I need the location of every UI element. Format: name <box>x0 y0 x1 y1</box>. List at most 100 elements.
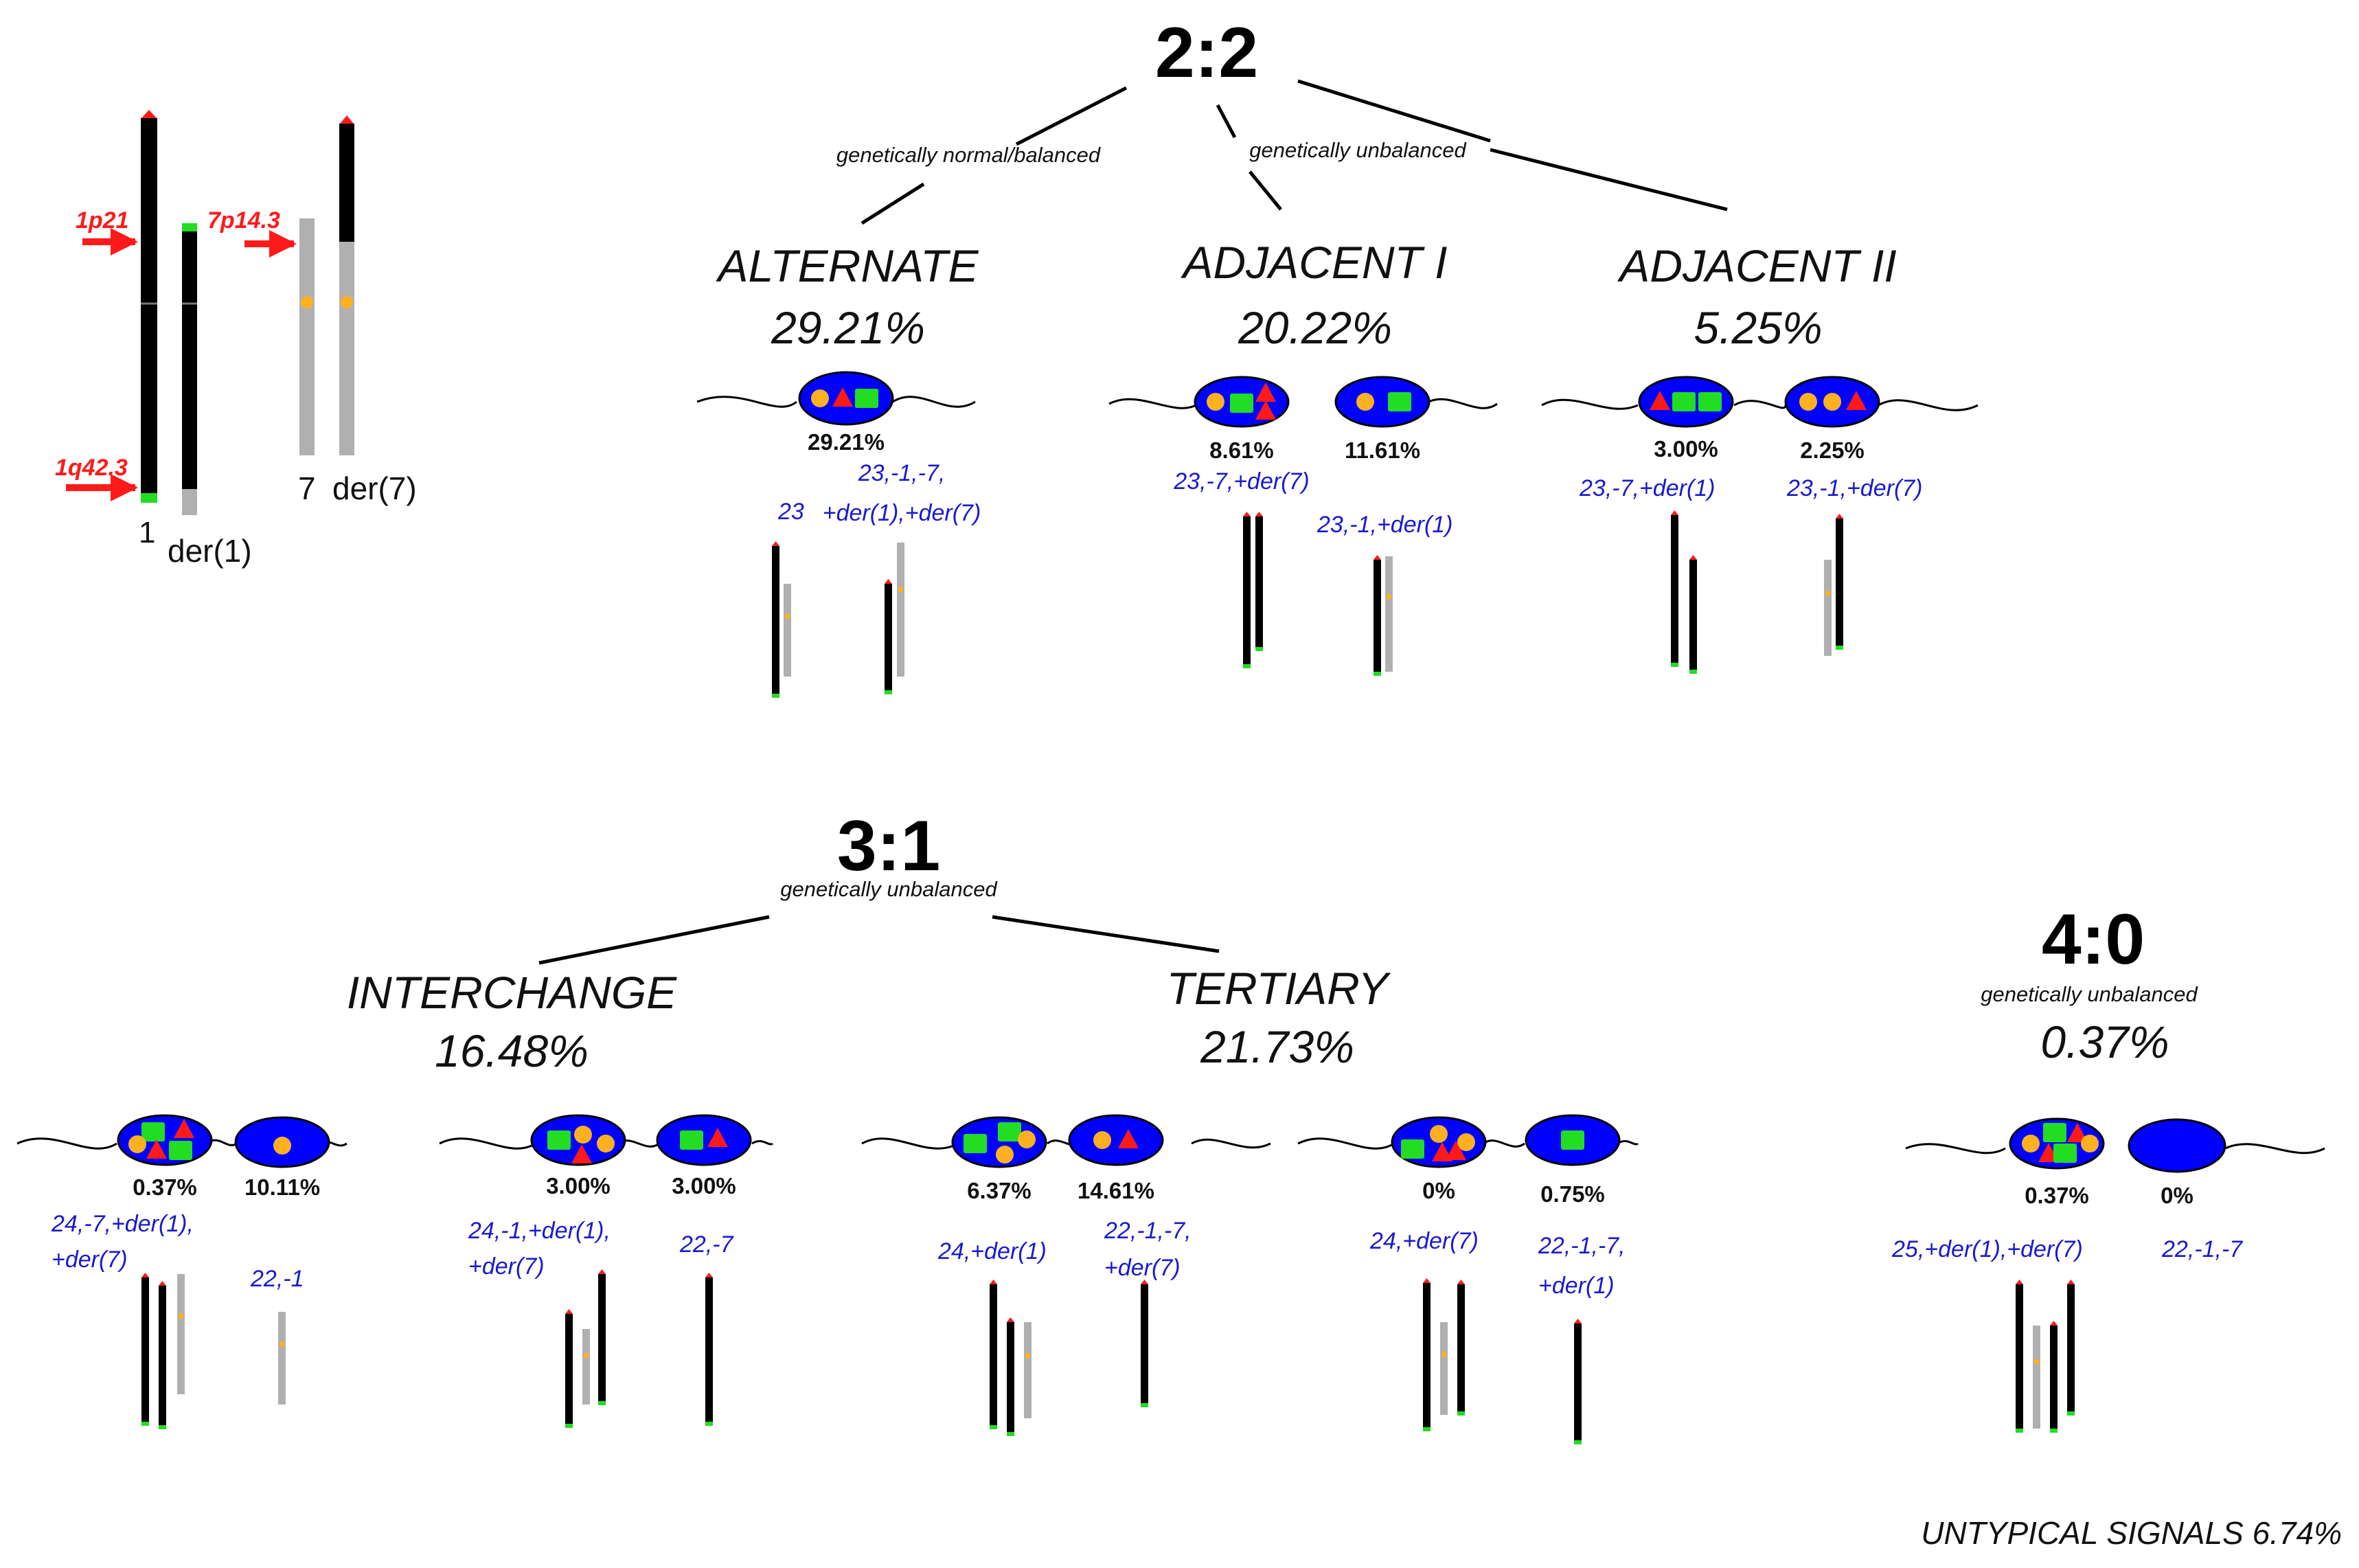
karyotype-label: 23,-7,+der(7) <box>1173 468 1310 495</box>
mini-chromosome <box>2067 1284 2075 1415</box>
thread-curve <box>1108 398 1498 409</box>
mini-chromosome <box>1671 515 1678 666</box>
nucleus-pct: 11.61% <box>1345 438 1420 463</box>
label-chr7: 7 <box>298 470 316 506</box>
note-balanced: genetically normal/balanced <box>836 143 1102 167</box>
chromosome-tip <box>2067 1411 2075 1416</box>
nuclei-layer: 29.21%2323,-1,-7,+der(1),+der(7)8.61%23,… <box>51 371 2243 1444</box>
green-signal <box>1388 392 1411 411</box>
chromosome-tip <box>1423 1427 1431 1431</box>
mini-chromosome <box>1836 519 1843 649</box>
chromosome-tip <box>1836 646 1843 650</box>
red-signal <box>1255 400 1276 420</box>
type-adjacent-1-pct: 20.22% <box>1238 302 1392 353</box>
mini-chromosome <box>177 1274 185 1394</box>
chromosome-tip <box>990 1425 997 1429</box>
red-signal <box>2067 1123 2088 1142</box>
thread-curve <box>696 396 976 408</box>
green-signal <box>2043 1123 2066 1142</box>
mini-chromosome <box>2016 1284 2023 1432</box>
nucleus-int2b <box>656 1114 752 1166</box>
red-signal <box>1846 391 1867 410</box>
mini-chromosome <box>784 584 791 677</box>
green-signal <box>1230 394 1253 413</box>
mini-chromosome <box>772 546 779 697</box>
mini-chromosome <box>598 1274 606 1405</box>
segregation-4-0: 4:0 genetically unbalanced 0.37% <box>1905 900 2325 1155</box>
chromosome-legend: 1p21 1q42.3 7p14.3 1 der(1) 7 der(7) <box>55 110 417 569</box>
karyotype-label: 24,+der(1) <box>937 1238 1047 1264</box>
branch-line <box>1490 148 1728 212</box>
karyotype-label: 22,-1,-7 <box>2161 1236 2243 1262</box>
chromosome-1 <box>141 110 157 503</box>
chromosome-tip <box>159 1281 166 1286</box>
nucleus-pct: 3.00% <box>1654 436 1718 462</box>
green-signal <box>2053 1144 2077 1163</box>
karyotype-label: 24,+der(7) <box>1369 1228 1479 1254</box>
mini-chromosome <box>1141 1284 1148 1407</box>
chromosome-tip <box>1574 1319 1582 1323</box>
karyotype-label: 23,-7,+der(1) <box>1579 475 1716 501</box>
branch-line <box>1297 79 1491 143</box>
red-signal <box>1255 383 1276 402</box>
chromosome-band <box>1825 591 1831 596</box>
orange-signal <box>574 1126 592 1144</box>
nucleus-pct: 0% <box>2161 1183 2193 1208</box>
type-adjacent-2-pct: 5.25% <box>1694 302 1822 353</box>
mini-chromosome <box>1374 560 1381 675</box>
chromosome-tip <box>2050 1429 2058 1433</box>
red-signal <box>571 1144 592 1163</box>
chromosome-band <box>2033 1359 2040 1365</box>
nucleus-pct: 3.00% <box>546 1173 611 1198</box>
green-signal <box>1401 1139 1424 1159</box>
mini-chromosome <box>705 1277 713 1425</box>
nucleus-pct: 0% <box>1422 1178 1455 1203</box>
chromosome-tip <box>1689 670 1697 674</box>
pct-4-0: 0.37% <box>2040 1016 2169 1067</box>
orange-signal <box>1457 1133 1475 1151</box>
green-signal <box>964 1134 987 1153</box>
chromosome-der7 <box>339 115 354 455</box>
orange-signal <box>1430 1125 1448 1143</box>
chromosome-tip <box>705 1422 713 1426</box>
band-label-1q423: 1q42.3 <box>55 455 128 481</box>
chromosome-tip <box>772 541 779 546</box>
chromosome-tip <box>885 690 892 694</box>
green-signal <box>1561 1130 1584 1150</box>
mini-chromosome <box>1824 560 1832 656</box>
chromosome-tip <box>1836 514 1843 519</box>
chromosome-tip <box>1374 672 1381 676</box>
branch-line <box>861 182 925 225</box>
chromosome-tip <box>565 1309 573 1314</box>
chromosome-band <box>1441 1352 1447 1358</box>
band-label-7p143: 7p14.3 <box>207 207 280 234</box>
nucleus-nul1b <box>2128 1118 2226 1173</box>
red-signal <box>174 1119 194 1138</box>
chromosome-tip <box>1374 555 1381 560</box>
orange-signal <box>597 1135 615 1152</box>
chromosome-tip <box>1255 512 1263 516</box>
karyotype-label: 25,+der(1),+der(7) <box>1891 1236 2083 1262</box>
chromosome-tip <box>1007 1432 1014 1436</box>
chromosome-tip <box>1243 512 1251 516</box>
orange-signal <box>1018 1130 1036 1148</box>
type-interchange-pct: 16.48% <box>435 1025 589 1076</box>
orange-signal <box>2081 1135 2099 1152</box>
mini-chromosome <box>1255 516 1263 650</box>
orange-signal <box>1207 393 1224 411</box>
mini-chromosome <box>159 1286 166 1429</box>
chromosome-band <box>898 587 904 593</box>
green-signal <box>998 1122 1021 1141</box>
chromosome-tip <box>1457 1411 1465 1416</box>
chromosome-band <box>784 613 790 620</box>
type-adjacent-2: ADJACENT II <box>1617 240 1896 291</box>
note-3-1: genetically unbalanced <box>780 877 998 901</box>
note-unbalanced: genetically unbalanced <box>1249 138 1467 162</box>
branch-line <box>1216 104 1237 139</box>
chromosome-tip <box>2016 1280 2023 1284</box>
karyotype-label: 23 <box>777 499 804 525</box>
mini-chromosome <box>1457 1284 1465 1415</box>
karyotype-label: +der(7) <box>1104 1255 1181 1281</box>
label-chr1: 1 <box>139 516 155 549</box>
chromosome-band <box>178 1313 184 1319</box>
